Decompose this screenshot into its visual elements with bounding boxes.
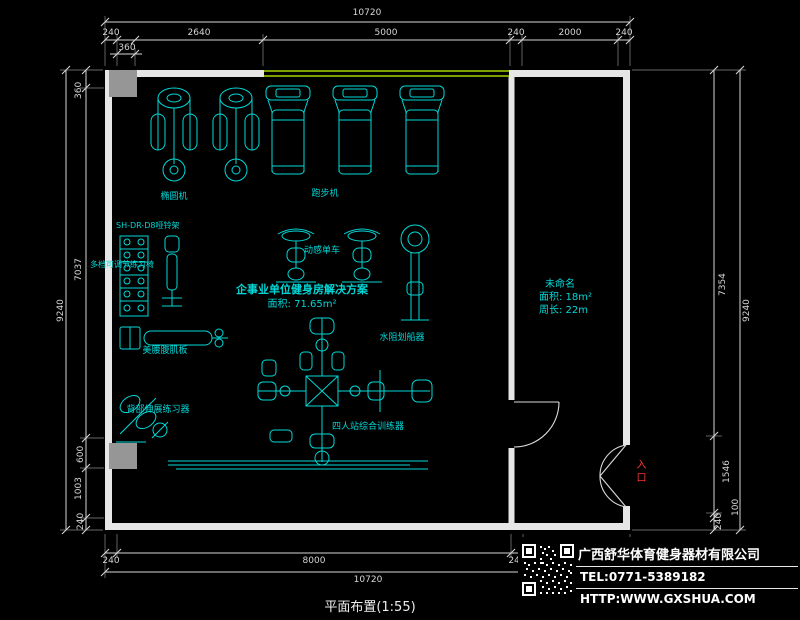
dim-bottom-total: 10720 — [353, 575, 383, 585]
dim-right-seg: 240 — [714, 512, 724, 530]
company-tel: TEL:0771-5389182 — [580, 570, 706, 584]
side-room-info: 未命名 面积: 18m² 周长: 22m — [539, 278, 592, 317]
multi-station-trainer — [257, 317, 433, 466]
divider — [576, 588, 798, 589]
treadmill-3 — [399, 85, 445, 175]
dim-top-seg: 2000 — [558, 28, 582, 38]
divider — [576, 566, 798, 567]
dim-top-seg: 240 — [102, 28, 120, 38]
label-ab-board: 美腰腹肌板 — [142, 346, 188, 356]
floor-mats — [168, 460, 428, 470]
dim-bottom-seg: 240 — [508, 556, 526, 566]
dim-left-seg: 360 — [74, 81, 84, 99]
side-room-name: 未命名 — [545, 279, 575, 290]
label-rack: SH-DR-D8哑铃架 — [116, 221, 180, 230]
walls — [105, 70, 630, 530]
company-name: 广西舒华体育健身器材有限公司 — [578, 548, 761, 563]
inner-door — [513, 401, 560, 448]
dim-left-seg: 600 — [76, 445, 86, 463]
dumbbell-rack — [119, 235, 149, 317]
side-room-area: 面积: 18m² — [539, 292, 593, 303]
dim-top-total: 10720 — [352, 8, 382, 18]
label-elliptical: 椭圆机 — [160, 192, 188, 202]
treadmill-2 — [332, 85, 378, 175]
dim-right-seg: 7354 — [718, 273, 728, 296]
label-multi-station: 四人站综合训练器 — [331, 422, 404, 432]
treadmill-1 — [265, 85, 311, 175]
dim-top-seg: 240 — [507, 28, 525, 38]
dim-bottom-seg: 240 — [102, 556, 120, 566]
dim-top-seg: 240 — [615, 28, 633, 38]
dim-right-seg: 100 — [731, 498, 741, 516]
back-extension — [115, 391, 169, 443]
label-bench: 多档可调节练习椅 — [90, 260, 154, 269]
dim-top-seg: 5000 — [374, 28, 398, 38]
column — [109, 70, 137, 97]
water-rower — [400, 224, 430, 321]
label-back-ext: 背部伸展练习器 — [126, 405, 190, 415]
elliptical-machine-2 — [212, 87, 260, 182]
drawing-title: 平面布置(1:55) — [324, 600, 416, 615]
dim-left-seg: 7037 — [74, 258, 84, 281]
label-rower: 水阻划船器 — [379, 333, 425, 343]
dim-left-seg: 1003 — [74, 477, 84, 500]
company-title-block: 广西舒华体育健身器材有限公司 TEL:0771-5389182 HTTP:WWW… — [518, 537, 800, 617]
dim-top-seg: 2640 — [187, 28, 211, 38]
entrance-label: 入口 — [634, 459, 645, 485]
window-strip — [264, 70, 509, 77]
company-web: HTTP:WWW.GXSHUA.COM — [580, 592, 756, 606]
dim-bottom-seg: 8000 — [302, 556, 326, 566]
plan-note-area: 面积: 71.65m² — [267, 299, 337, 310]
plan-note-title: 企事业单位健身房解决方案 — [236, 283, 368, 296]
dim-right-seg: 1546 — [722, 460, 732, 483]
label-treadmill: 跑步机 — [311, 189, 339, 199]
dim-top-sub: 360 — [118, 43, 136, 53]
qr-code — [522, 544, 574, 596]
side-room-perimeter: 周长: 22m — [539, 305, 589, 316]
adjustable-bench — [161, 235, 183, 307]
extension-lines — [60, 16, 746, 578]
column — [109, 443, 137, 469]
dim-left-total: 9240 — [56, 299, 66, 322]
entrance-double-door — [599, 444, 627, 508]
gym-equipment — [115, 85, 445, 470]
elliptical-machine-1 — [150, 87, 198, 182]
dim-left-seg: 240 — [76, 512, 86, 530]
dim-right-total: 9240 — [742, 299, 752, 322]
label-spin-bike: 动感单车 — [303, 246, 340, 256]
